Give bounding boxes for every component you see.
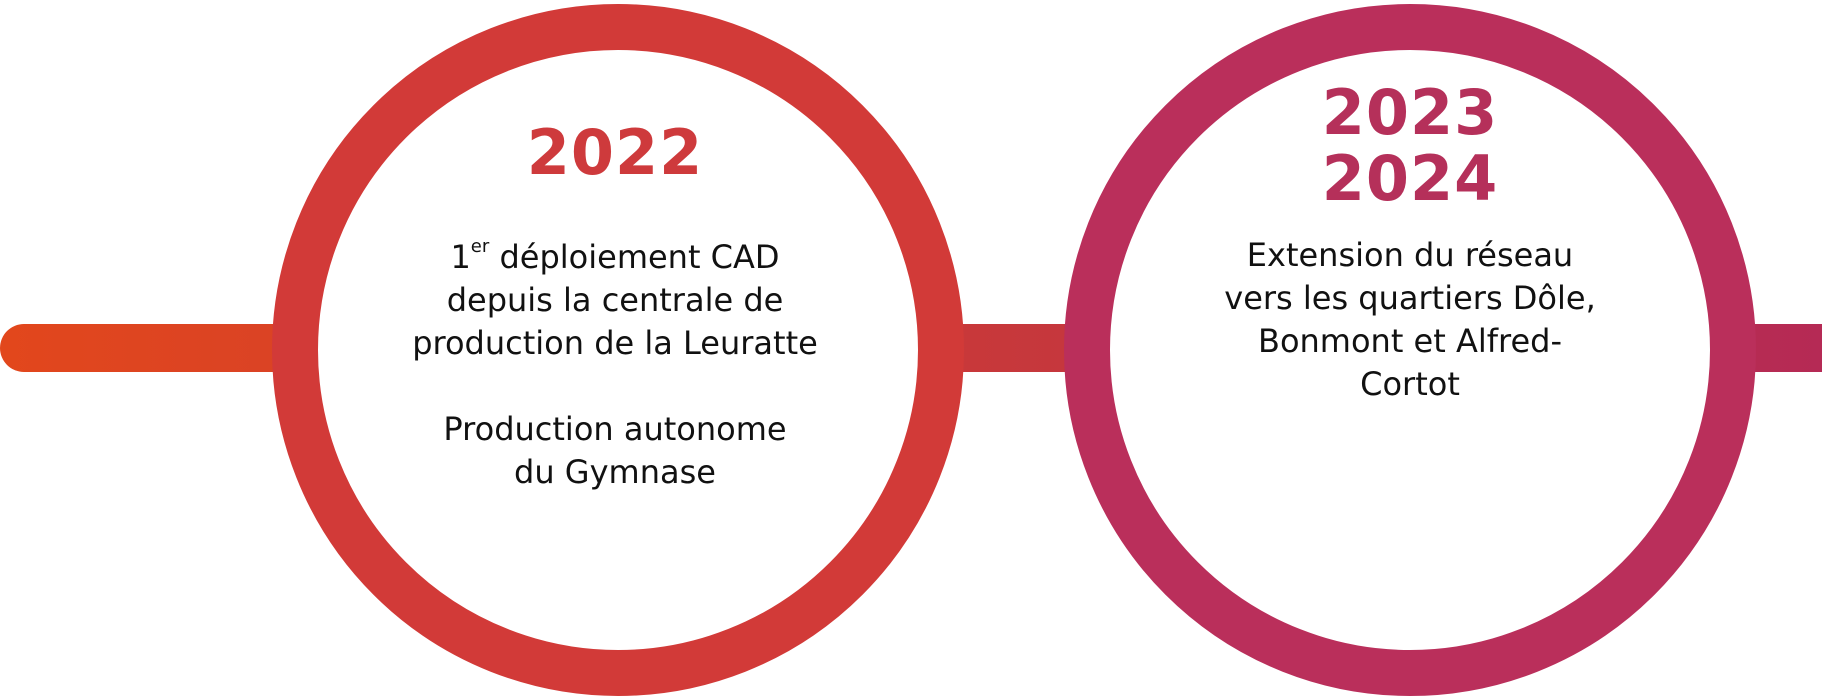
milestone-2022-year: 2022 [526,116,704,189]
ordinal-superscript: er [470,236,490,257]
milestone-2024-year: 2024 [1321,142,1499,215]
milestone-2022-line-4: Production autonome [443,410,787,448]
milestone-2023-2024-line-2: vers les quartiers Dôle, [1224,279,1596,317]
ordinal-number: 1 [450,238,471,276]
milestone-2023-2024-line-1: Extension du réseau [1246,236,1574,274]
milestone-2023-year: 2023 [1321,76,1499,149]
milestone-2022-content: 2022 1er déploiement CAD depuis la centr… [315,120,915,494]
milestone-2022-line-5: du Gymnase [514,453,716,491]
milestone-2022-line-3: production de la Leuratte [412,324,818,362]
milestone-2023-2024-line-4: Cortot [1360,365,1460,403]
milestone-2022-line-2: depuis la centrale de [446,281,784,319]
line-1-rest: déploiement CAD [489,238,780,276]
milestone-2023-2024-line-3: Bonmont et Alfred- [1257,322,1562,360]
milestone-2022-line-1: 1er déploiement CAD [315,236,915,279]
milestone-2022-ring [272,4,964,696]
milestone-2023-2024-content: 2023 2024 Extension du réseau vers les q… [1110,80,1710,406]
milestone-2023-2024-ring [1064,4,1756,696]
